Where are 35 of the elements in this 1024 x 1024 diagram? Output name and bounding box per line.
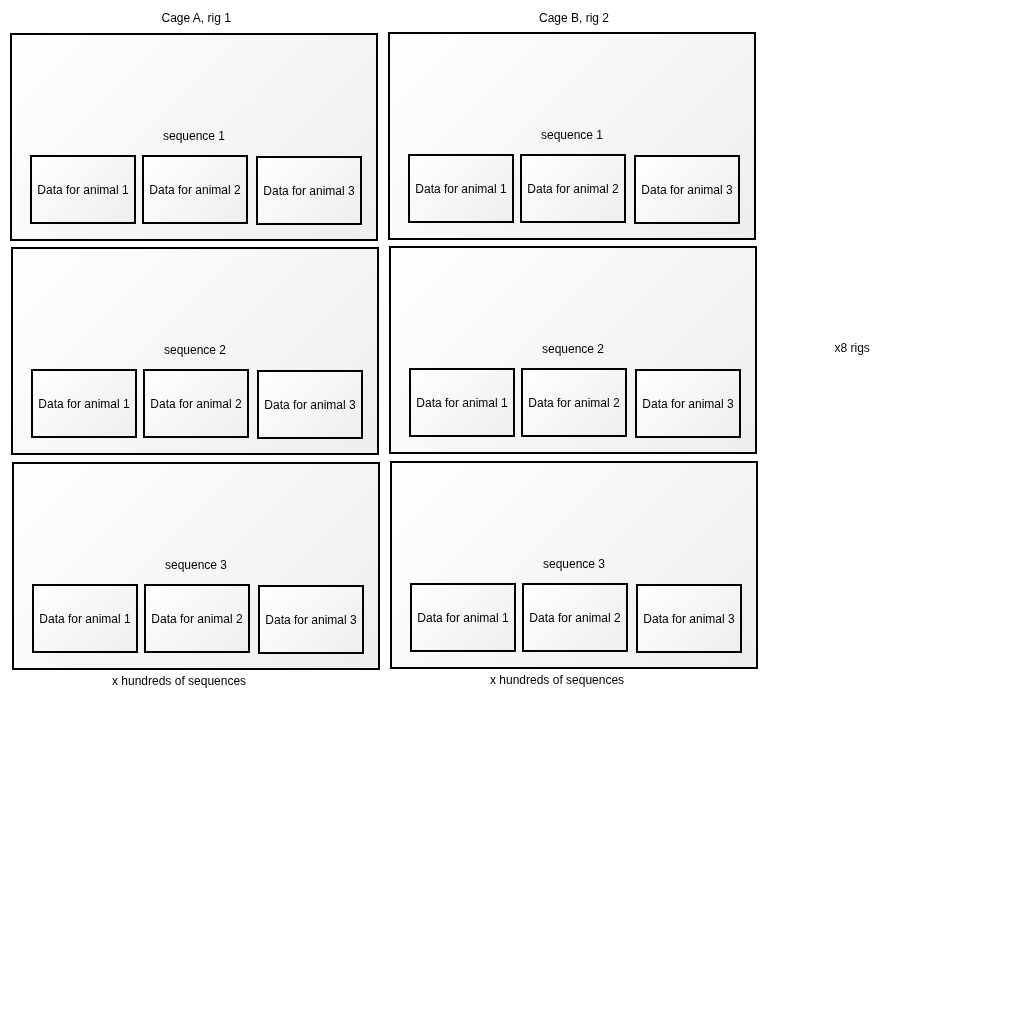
sequence-title: sequence 3: [163, 558, 229, 572]
column-heading: Cage A, rig 1: [161, 11, 231, 25]
data-box: Data for animal 3: [636, 584, 742, 653]
data-box: Data for animal 3: [258, 585, 364, 654]
data-box: Data for animal 1: [410, 583, 516, 652]
sequence-title: sequence 1: [539, 128, 605, 142]
data-box: Data for animal 3: [256, 156, 362, 225]
data-box: Data for animal 1: [30, 155, 136, 224]
data-box: Data for animal 1: [408, 154, 514, 223]
data-box: Data for animal 2: [520, 154, 626, 223]
data-box: Data for animal 2: [522, 583, 628, 652]
note: x hundreds of sequences: [112, 674, 247, 688]
sequence-title: sequence 2: [162, 343, 228, 357]
note: x8 rigs: [834, 341, 870, 355]
data-box: Data for animal 3: [634, 155, 740, 224]
sequence-box: [10, 33, 378, 241]
data-box: Data for animal 2: [144, 584, 250, 653]
data-box: Data for animal 3: [635, 369, 741, 438]
sequence-title: sequence 1: [161, 129, 227, 143]
sequence-box: [12, 462, 380, 670]
column-heading: Cage B, rig 2: [539, 11, 610, 25]
data-box: Data for animal 3: [257, 370, 363, 439]
data-box: Data for animal 1: [32, 584, 138, 653]
data-box: Data for animal 1: [409, 368, 515, 437]
sequence-title: sequence 3: [541, 557, 607, 571]
note: x hundreds of sequences: [490, 673, 625, 687]
data-box: Data for animal 2: [521, 368, 627, 437]
sequence-box: [390, 461, 758, 669]
sequence-box: [389, 246, 757, 454]
data-box: Data for animal 2: [143, 369, 249, 438]
sequence-box: [388, 32, 756, 240]
data-box: Data for animal 2: [142, 155, 248, 224]
data-box: Data for animal 1: [31, 369, 137, 438]
sequence-box: [11, 247, 379, 455]
sequence-title: sequence 2: [540, 342, 606, 356]
